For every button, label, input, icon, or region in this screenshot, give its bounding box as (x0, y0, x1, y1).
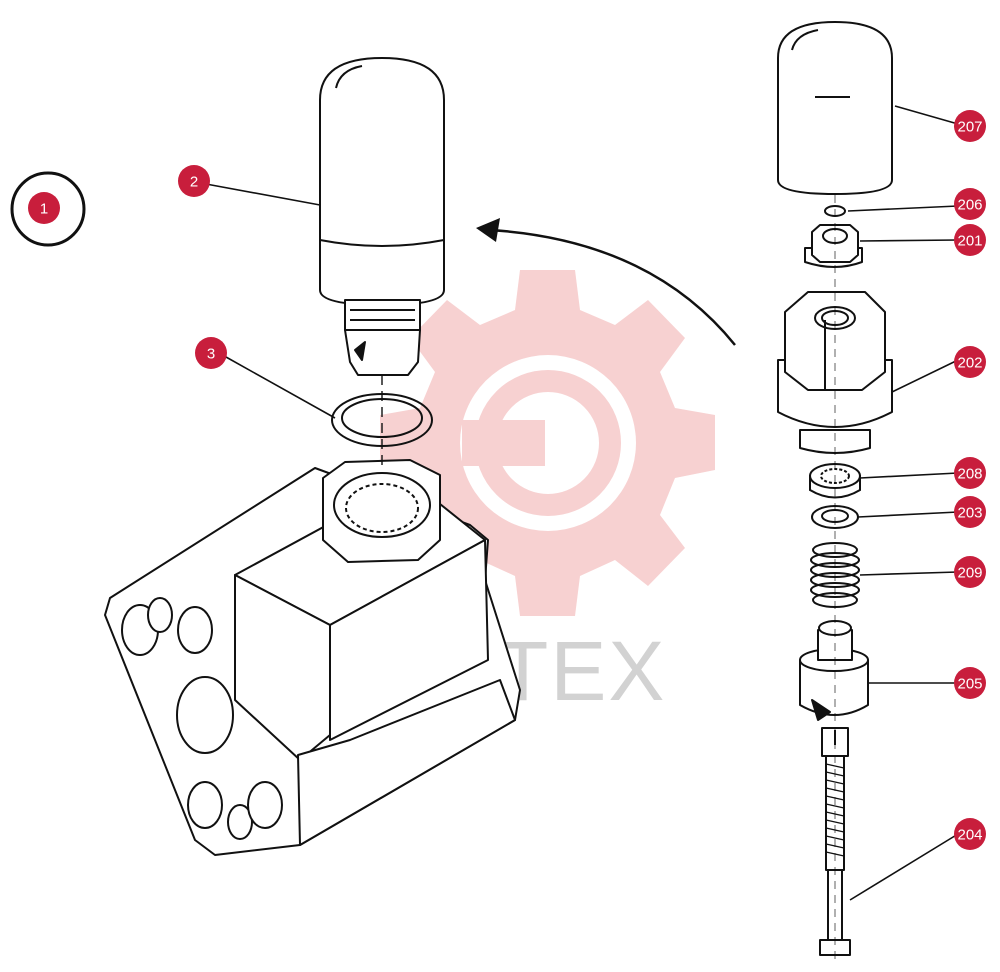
callout-208-label: 208 (957, 466, 982, 483)
nut-201 (804, 224, 863, 268)
callout-205-label: 205 (957, 676, 982, 693)
callout-207-label: 207 (957, 119, 982, 136)
callout-1[interactable]: 1 (10, 171, 86, 247)
callout-207[interactable]: 207 (954, 110, 986, 142)
cap-207 (777, 20, 893, 196)
callout-206[interactable]: 206 (954, 188, 986, 220)
callout-2[interactable]: 2 (178, 165, 210, 197)
callout-203-label: 203 (957, 505, 982, 522)
direction-arrow (476, 218, 736, 346)
valve-body (104, 459, 521, 856)
callout-209[interactable]: 209 (954, 556, 986, 588)
bushing-208 (809, 463, 861, 499)
callout-206-label: 206 (957, 197, 982, 214)
leader-lines (205, 105, 959, 901)
callout-205[interactable]: 205 (954, 667, 986, 699)
solenoid-valve (319, 57, 445, 376)
callout-3-label: 3 (207, 346, 215, 363)
callout-3[interactable]: 3 (195, 337, 227, 369)
callout-201[interactable]: 201 (954, 224, 986, 256)
callout-202[interactable]: 202 (954, 346, 986, 378)
callout-204[interactable]: 204 (954, 818, 986, 850)
callout-201-label: 201 (957, 233, 982, 250)
callout-208[interactable]: 208 (954, 457, 986, 489)
callout-202-label: 202 (957, 355, 982, 372)
callout-204-label: 204 (957, 827, 982, 844)
callout-1-label: 1 (40, 201, 48, 218)
callout-209-label: 209 (957, 565, 982, 582)
callout-203[interactable]: 203 (954, 496, 986, 528)
spool-205 (799, 620, 869, 721)
housing-202 (777, 291, 893, 454)
callout-2-label: 2 (190, 174, 198, 191)
